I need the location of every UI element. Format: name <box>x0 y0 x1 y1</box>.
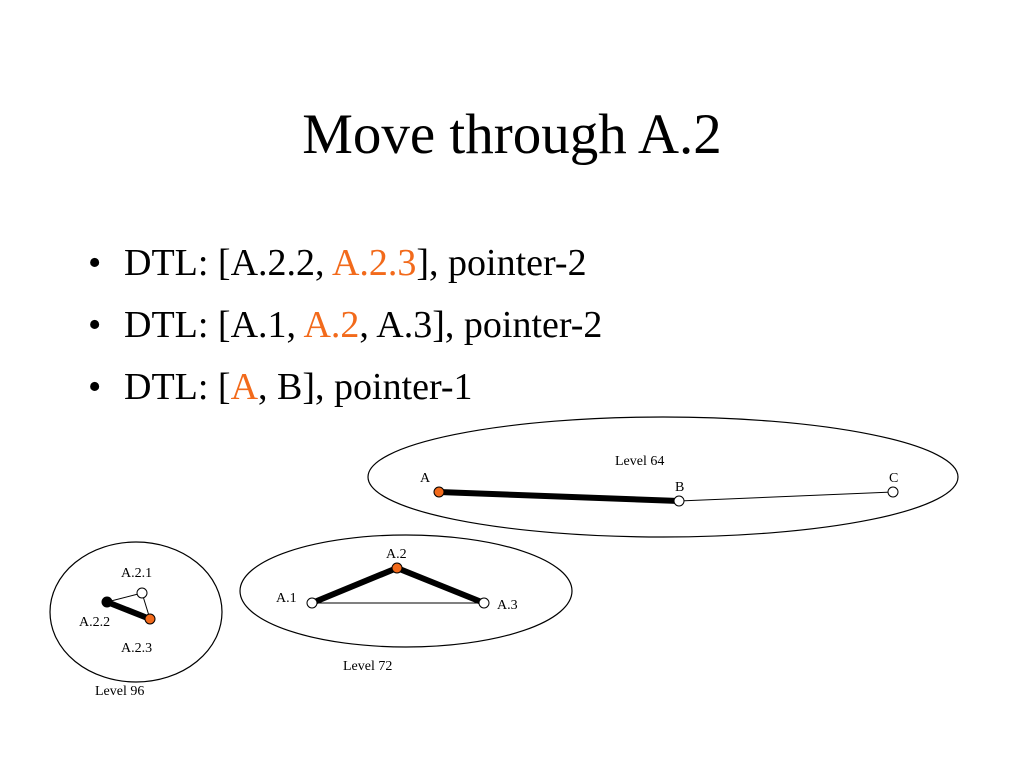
bullet-text-post: ], pointer-2 <box>416 242 587 284</box>
bullet-text-pre: DTL: [A.1, <box>124 304 304 346</box>
level-64-ellipse <box>367 416 959 538</box>
node-a23 <box>144 613 156 625</box>
node-a2 <box>391 562 403 574</box>
bullet-marker: • <box>88 242 102 284</box>
node-a23-label: A.2.3 <box>121 641 152 656</box>
bullet-text-pre: DTL: [ <box>124 366 231 408</box>
bullet-marker: • <box>88 304 102 346</box>
node-a21-label: A.2.1 <box>121 566 152 581</box>
bullet-text-highlight: A <box>230 366 259 408</box>
edge-a2-a3 <box>395 565 486 606</box>
edge-a22-a21 <box>106 592 143 603</box>
edge-a1-a2 <box>310 565 399 606</box>
bullet-text-pre: DTL: [A.2.2, <box>124 242 332 284</box>
node-c-label: C <box>889 471 898 486</box>
node-a22 <box>101 596 113 608</box>
level-96-ellipse <box>49 541 223 683</box>
node-b <box>673 495 685 507</box>
node-a21 <box>136 587 148 599</box>
node-a <box>433 486 445 498</box>
level-96-label: Level 96 <box>95 684 144 699</box>
level-72-group: A.2 A.1 A.3 Level 72 <box>239 534 573 674</box>
node-b-label: B <box>675 480 684 495</box>
node-c <box>887 486 899 498</box>
level-96-group: A.2.1 A.2.2 A.2.3 Level 96 <box>49 541 223 699</box>
edge-a22-a23 <box>105 599 152 622</box>
edge-b-c <box>678 491 894 502</box>
node-a-label: A <box>420 471 431 486</box>
level-64-label: Level 64 <box>615 454 664 469</box>
edge-a-b <box>438 489 680 504</box>
bullet-text-highlight: A.2 <box>303 304 360 346</box>
node-a3-label: A.3 <box>497 598 518 613</box>
level-72-label: Level 72 <box>343 659 392 674</box>
bullet-text-post: , A.3], pointer-2 <box>359 304 603 346</box>
bullet-item: • DTL: [A, B], pointer-1 <box>88 356 602 418</box>
bullet-item: • DTL: [A.2.2, A.2.3], pointer-2 <box>88 232 602 294</box>
bullet-marker: • <box>88 366 102 408</box>
node-a3 <box>478 597 490 609</box>
bullet-item: • DTL: [A.1, A.2, A.3], pointer-2 <box>88 294 602 356</box>
level-64-group: Level 64 A B C <box>367 416 959 538</box>
node-a22-label: A.2.2 <box>79 615 110 630</box>
node-a1-label: A.1 <box>276 591 297 606</box>
node-a2-label: A.2 <box>386 547 407 562</box>
bullet-text-post: , B], pointer-1 <box>258 366 473 408</box>
node-a1 <box>306 597 318 609</box>
bullet-list: • DTL: [A.2.2, A.2.3], pointer-2 • DTL: … <box>88 232 602 418</box>
level-72-ellipse <box>239 534 573 648</box>
bullet-text-highlight: A.2.3 <box>331 242 417 284</box>
slide-title: Move through A.2 <box>302 103 722 166</box>
